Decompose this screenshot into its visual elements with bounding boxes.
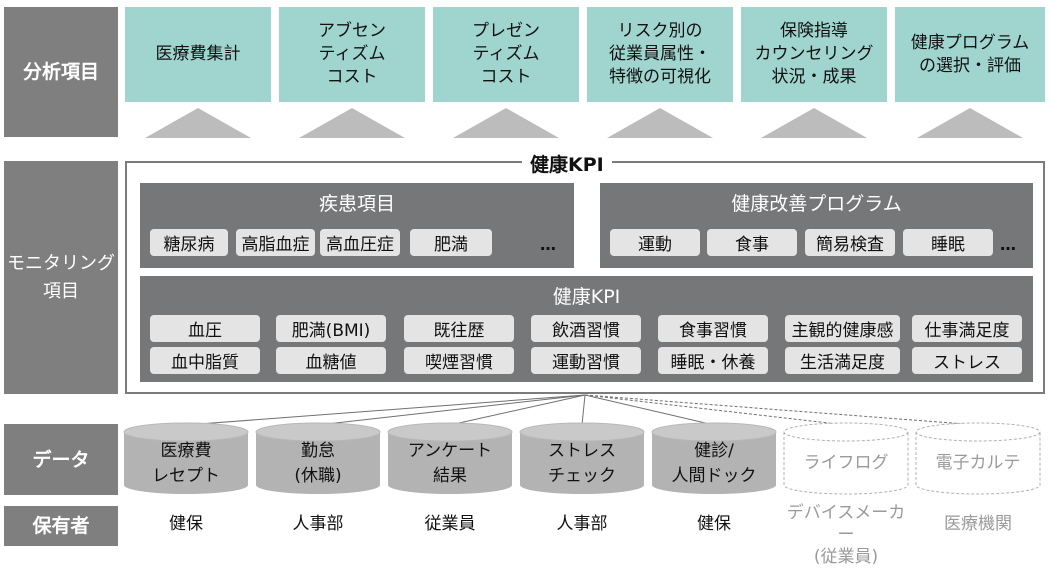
- kpi-chip: 既往歴: [404, 315, 514, 342]
- analysis-item-text: リスク別の 従業員属性・ 特徴の可視化: [609, 21, 711, 87]
- connector-line: [449, 394, 586, 426]
- connector-line: [317, 394, 586, 426]
- program-chip: 食事: [707, 229, 797, 256]
- analysis-item: プレゼン ティズム コスト: [433, 7, 579, 102]
- up-arrow-icon: [917, 108, 1023, 138]
- row-label-monitoring: モニタリング 項目: [4, 161, 118, 394]
- kpi-chip: 血圧: [150, 315, 260, 342]
- up-arrow-icon: [607, 108, 713, 138]
- analysis-item-text: アブセン ティズム コスト: [318, 21, 386, 87]
- kpi-chip: 仕事満足度: [912, 315, 1022, 342]
- analysis-item-text: プレゼン ティズム コスト: [472, 21, 540, 87]
- connector-line: [584, 394, 979, 426]
- connector-line: [581, 394, 586, 426]
- row-label-analysis-text: 分析項目: [22, 61, 99, 83]
- program-panel: 健康改善プログラム 運動 食事 簡易検査 睡眠 …: [600, 183, 1033, 268]
- connector-lines: [185, 394, 979, 426]
- up-arrow-icon: [761, 108, 867, 138]
- data-source-label: 電子カルテ: [935, 453, 1021, 473]
- data-owner: 健保: [697, 514, 731, 534]
- program-chip: 睡眠: [903, 229, 993, 256]
- program-panel-title: 健康改善プログラム: [731, 193, 902, 215]
- program-chip: 簡易検査: [805, 229, 895, 256]
- data-source-label: ライフログ: [803, 453, 889, 473]
- up-arrow-icon: [299, 108, 405, 138]
- kpi-chip: 運動習慣: [531, 347, 641, 374]
- data-owner: デバイスメーカー (従業員): [786, 503, 906, 567]
- data-source-label: ストレス チェック: [548, 441, 616, 486]
- row-label-owner: 保有者: [4, 506, 118, 546]
- data-source-label: 勤怠 (休職): [294, 441, 342, 486]
- analysis-item-text: 医療費集計: [155, 44, 241, 64]
- disease-chip: 肥満: [410, 229, 492, 256]
- kpi-panel-title: 健康KPI: [552, 286, 621, 308]
- analysis-item: リスク別の 従業員属性・ 特徴の可視化: [587, 7, 733, 102]
- kpi-chip: 肥満(BMI): [276, 315, 386, 342]
- program-chip: 運動: [610, 229, 700, 256]
- kpi-chip: ストレス: [912, 347, 1022, 374]
- up-arrow-icon: [145, 108, 251, 138]
- row-label-data-text: データ: [32, 448, 90, 471]
- disease-panel: 疾患項目 糖尿病 高脂血症 高血圧症 肥満 …: [140, 183, 574, 268]
- more-ellipsis: …: [1000, 235, 1016, 254]
- data-source-label: 医療費 レセプト: [152, 441, 220, 486]
- disease-chip: 高血圧症: [320, 229, 400, 256]
- kpi-panel: 健康KPI 血圧肥満(BMI) 既往歴飲酒習慣食事習慣主観的健康感仕事満足度 血中…: [140, 276, 1033, 382]
- kpi-chip: 血糖値: [276, 347, 386, 374]
- more-ellipsis: …: [540, 235, 556, 254]
- disease-chip: 糖尿病: [150, 229, 228, 256]
- disease-chip: 高脂血症: [236, 229, 315, 256]
- kpi-chip: 血中脂質: [150, 347, 260, 374]
- kpi-chip: 食事習慣: [658, 315, 768, 342]
- connector-line: [185, 394, 586, 426]
- row-label-monitoring-text: モニタリング 項目: [7, 252, 115, 302]
- up-arrow-icon: [453, 108, 559, 138]
- disease-panel-title: 疾患項目: [318, 193, 395, 215]
- kpi-chip: 生活満足度: [785, 347, 900, 374]
- analysis-item-text: 健康プログラム の選択・評価: [910, 32, 1030, 76]
- kpi-chip: 主観的健康感: [785, 315, 900, 342]
- kpi-chip: 喫煙習慣: [404, 347, 514, 374]
- kpi-frame-title: 健康KPI: [522, 150, 612, 177]
- analysis-item: 健康プログラム の選択・評価: [895, 7, 1045, 102]
- data-source-label: 健診/ 人間ドック: [671, 441, 757, 486]
- data-source-label: アンケート 結果: [407, 441, 493, 486]
- data-owner: 従業員: [424, 514, 476, 534]
- data-owner: 医療機関: [944, 514, 1012, 534]
- connector-line: [584, 394, 847, 426]
- kpi-chip: 睡眠・休養: [658, 347, 768, 374]
- row-label-data: データ: [4, 424, 118, 495]
- kpi-chip: 飲酒習慣: [531, 315, 641, 342]
- analysis-item: 保険指導 カウンセリング 状況・成果: [741, 7, 887, 102]
- analysis-item: アブセン ティズム コスト: [279, 7, 425, 102]
- data-owner: 人事部: [556, 514, 608, 534]
- connector-line: [584, 394, 715, 426]
- row-label-analysis: 分析項目: [4, 7, 118, 137]
- analysis-item-text: 保険指導 カウンセリング 状況・成果: [754, 21, 874, 87]
- data-owner: 健保: [169, 514, 203, 534]
- analysis-item: 医療費集計: [125, 7, 271, 102]
- row-label-owner-text: 保有者: [32, 515, 90, 537]
- data-owner: 人事部: [292, 514, 344, 534]
